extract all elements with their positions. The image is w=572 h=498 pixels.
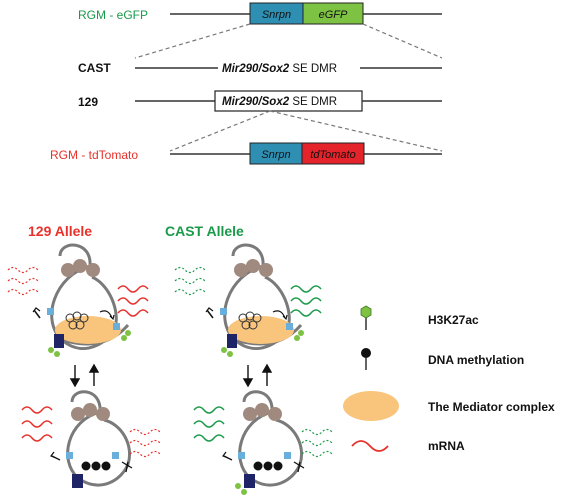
- rgm-egfp-label: RGM - eGFP: [78, 8, 148, 22]
- mrna-solid-right: [290, 285, 322, 317]
- methyl-group: [91, 461, 101, 471]
- snrpn-label-top: Snrpn: [262, 9, 291, 21]
- egfp-box: [302, 2, 364, 25]
- mediator-complex: [228, 316, 294, 344]
- nucleosome: [61, 263, 75, 277]
- methyl-group: [263, 461, 273, 471]
- mrna-solid-left: [21, 406, 53, 442]
- cast-region-label: Mir290/Sox2 SE DMR: [222, 63, 337, 75]
- h3k27ac-legend-icon: [360, 305, 372, 330]
- cast-allele-title: CAST Allele: [165, 223, 244, 239]
- nucleosome: [243, 407, 257, 421]
- snrpn-label-bottom: Snrpn: [261, 149, 290, 161]
- dna-methylation-legend-icon: [361, 348, 371, 370]
- 129-region-label: Mir290/Sox2 SE DMR: [222, 96, 337, 108]
- construct-map: RGM - eGFP Snrpn eGFP CAST Mir290/Sox2 S…: [50, 2, 443, 165]
- nucleosome: [73, 259, 87, 273]
- egfp-label: eGFP: [319, 9, 348, 21]
- promoter-element: [286, 323, 293, 330]
- methyl-group: [253, 461, 263, 471]
- enhancer-element: [244, 474, 255, 488]
- projection-line: [269, 110, 443, 152]
- promoter-element: [284, 452, 291, 459]
- 129-label: 129: [78, 95, 98, 109]
- legend-dna-methylation: DNA methylation: [428, 353, 524, 367]
- tdtomato-box: [301, 142, 365, 165]
- promoter-element: [238, 452, 245, 459]
- legend: H3K27ac DNA methylation The Mediator com…: [343, 305, 555, 453]
- chromatin-loop: [66, 390, 131, 487]
- mrna-solid-right: [117, 285, 149, 317]
- legend-h3k27ac: H3K27ac: [428, 313, 479, 327]
- 129-allele-title: 129 Allele: [28, 223, 92, 239]
- methyl-group: [101, 461, 111, 471]
- nucleosome: [96, 407, 110, 421]
- nucleosome: [234, 263, 248, 277]
- mediator-legend-icon: [343, 391, 399, 421]
- mediator-complex: [55, 316, 121, 344]
- nucleosome: [246, 259, 260, 273]
- tdtomato-label: tdTomato: [310, 149, 355, 161]
- cast-silent-loop: [193, 390, 333, 495]
- methyl-group: [81, 461, 91, 471]
- projection-line: [169, 110, 271, 152]
- legend-mediator: The Mediator complex: [428, 400, 555, 414]
- nucleosome: [259, 263, 273, 277]
- 129-silent-loop: [21, 390, 161, 488]
- enhancer-element: [54, 334, 64, 348]
- nucleosome: [86, 263, 100, 277]
- methyl-group: [273, 461, 283, 471]
- projection-line: [362, 23, 443, 59]
- promoter-element: [112, 452, 119, 459]
- cast-label: CAST: [78, 61, 111, 75]
- transition-arrows: [69, 363, 273, 388]
- projection-line: [134, 23, 251, 59]
- rgm-tdtomato-label: RGM - tdTomato: [50, 148, 138, 162]
- promoter-element: [220, 308, 227, 315]
- nucleosome: [83, 403, 97, 417]
- nucleosome: [255, 403, 269, 417]
- mrna-dotted-left: [174, 266, 206, 296]
- nucleosome: [71, 407, 85, 421]
- promoter-element: [66, 452, 73, 459]
- mrna-dotted-left: [7, 266, 39, 296]
- 129-active-loop: [7, 243, 149, 357]
- promoter-element: [113, 323, 120, 330]
- nucleosome: [268, 407, 282, 421]
- mrna-dotted-right: [301, 428, 333, 458]
- promoter-element: [47, 308, 54, 315]
- mrna-legend-icon: [351, 440, 389, 452]
- chromatin-loop: [238, 390, 303, 487]
- enhancer-element: [227, 334, 237, 348]
- mrna-solid-left: [193, 406, 225, 442]
- legend-mrna: mRNA: [428, 439, 465, 453]
- cast-active-loop: [174, 243, 322, 357]
- enhancer-element: [72, 474, 83, 488]
- mrna-dotted-right: [129, 428, 161, 458]
